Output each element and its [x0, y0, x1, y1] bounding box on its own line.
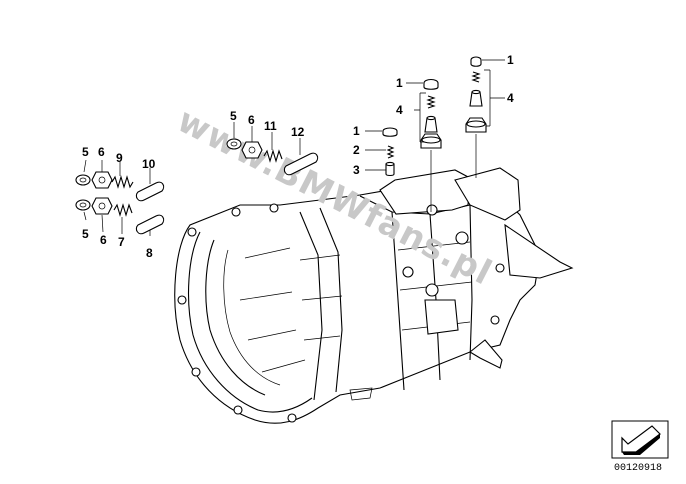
callout-5-mid: 5 [230, 109, 237, 123]
arrow-down-left-icon[interactable] [611, 420, 669, 459]
callout-11: 11 [264, 119, 277, 133]
callout-4-a: 4 [396, 103, 403, 117]
callout-10: 10 [142, 157, 156, 171]
callout-9: 9 [116, 151, 123, 165]
callout-3: 3 [353, 163, 360, 177]
callout-4-b: 4 [507, 91, 514, 105]
callout-12: 12 [291, 125, 305, 139]
callout-5-top: 5 [82, 145, 89, 159]
detent-parts-left [75, 159, 165, 236]
callout-6-bot: 6 [100, 233, 107, 247]
callout-2: 2 [353, 143, 360, 157]
callout-labels: 5 6 9 10 5 6 7 8 5 6 11 12 1 2 3 1 4 1 4 [82, 53, 514, 260]
callout-8: 8 [146, 246, 153, 260]
reference-number: 00120918 [614, 463, 662, 474]
callout-5-bot: 5 [82, 227, 89, 241]
callout-1-a: 1 [353, 124, 360, 138]
plunger-parts-right-b [465, 56, 505, 178]
plunger-parts-center [365, 127, 398, 177]
gearbox-housing [174, 167, 574, 424]
callout-1-b: 1 [396, 76, 403, 90]
detent-parts-mid [226, 122, 319, 176]
plunger-parts-right-a [406, 78, 442, 212]
callout-6-mid: 6 [248, 113, 255, 127]
callout-1-c: 1 [507, 53, 514, 67]
callout-7: 7 [118, 235, 125, 249]
callout-6-top: 6 [98, 145, 105, 159]
